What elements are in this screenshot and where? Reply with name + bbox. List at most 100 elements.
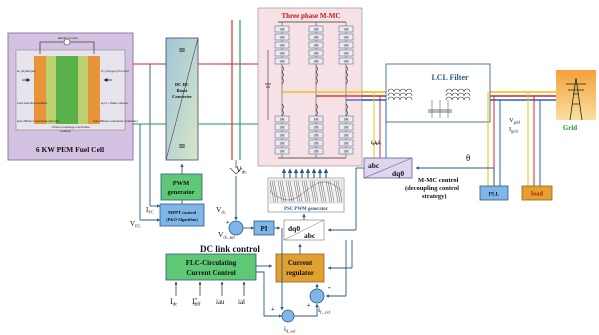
pwm-gen-label-1: PWM: [173, 180, 190, 187]
svg-text:SM: SM: [314, 52, 319, 56]
lcl-label: LCL Filter: [431, 73, 469, 82]
transform-dq0-top: dq0: [392, 169, 404, 178]
svg-text:SM: SM: [314, 150, 319, 154]
dc-link-control-label: DC link control: [200, 244, 260, 254]
dcdc-label-3: Converter: [172, 94, 192, 99]
label-vdc-2: Vdc: [216, 205, 226, 215]
svg-text:SM: SM: [344, 44, 349, 48]
svg-text:SM: SM: [280, 150, 285, 154]
label-iau: iau: [216, 298, 225, 306]
submodule-cell: SM: [338, 131, 354, 139]
submodule-cell: SM: [338, 33, 354, 41]
submodule-cell: SM: [338, 147, 354, 155]
submodule-cell: SM: [274, 131, 290, 139]
submodule-cell: SM: [308, 115, 324, 123]
sum-minus-1: −: [230, 236, 234, 242]
svg-text:SM: SM: [280, 52, 285, 56]
fuel-cell-caption: 6 KW PEM Fuel Cell: [36, 145, 104, 154]
submodule-cell: SM: [308, 131, 324, 139]
submodule-cell: SM: [308, 41, 324, 49]
abc-dq0-transform-top: abc dq0: [363, 157, 413, 179]
pll-block: PLL: [479, 185, 509, 201]
filter-inductor-icon: [387, 88, 413, 93]
label-idiff: I±diff: [192, 297, 201, 308]
dcdc-symbol-bottom: =: [179, 139, 186, 153]
load-bulb-icon: [63, 38, 71, 46]
fc-cathode-label: Gas diffusion electrode (Cathode): [93, 119, 138, 123]
svg-text:SM: SM: [344, 28, 349, 32]
mmc-title: Three phase M-MC: [282, 12, 341, 20]
svg-text:SM: SM: [280, 44, 285, 48]
filter-inductor-icon: [387, 96, 413, 101]
svg-text:SM: SM: [344, 142, 349, 146]
svg-text:SM: SM: [280, 60, 285, 64]
load-block: load: [521, 185, 553, 201]
svg-text:SM: SM: [280, 134, 285, 138]
transform-dq0-mid: dq0: [288, 224, 300, 233]
mmc-control-label-2: (decoupling control: [405, 185, 459, 192]
cathode-plate: [88, 56, 100, 124]
submodule-cell: SM: [338, 25, 354, 33]
submodule-cell: SM: [274, 41, 290, 49]
label-ifc: IFC: [146, 206, 154, 215]
fc-water-vapour: H₂O + Water Vapour: [101, 101, 128, 105]
sum-minus-2: -: [328, 283, 331, 292]
svg-text:SM: SM: [314, 44, 319, 48]
flc-label-1: FLC-Circulating: [186, 259, 237, 267]
fc-gas-recirculation: Fuel Gas Recirculation: [17, 101, 48, 105]
psc-pwm-generator: PSC PWM generator: [267, 177, 345, 213]
label-vdc-ref: Vdc_ref: [218, 230, 235, 240]
svg-text:SM: SM: [344, 118, 349, 122]
reference-summing-junction: [281, 309, 295, 323]
current-regulator-label-2: regulator: [286, 269, 314, 277]
flc-circulating-control: FLC-Circulating Current Control: [165, 253, 257, 281]
anode-plate: [34, 56, 46, 124]
fuel-cell: Electric current H₂ (Hydrogen) O₂ (Oxyge…: [7, 32, 138, 161]
load-label: load: [531, 191, 543, 198]
svg-text:SM: SM: [280, 118, 285, 122]
label-iabc: iaibic: [371, 140, 382, 146]
dcdc-boost-converter: = = DC DC Boost Converter: [165, 37, 199, 161]
arm-inductor-icon: [281, 103, 284, 117]
svg-text:SM: SM: [280, 142, 285, 146]
label-id-ref: id_ref: [284, 325, 296, 334]
transform-abc-top: abc: [368, 161, 380, 170]
svg-text:SM: SM: [314, 60, 319, 64]
dcdc-symbol-top: =: [179, 43, 186, 57]
submodule-cell: SM: [274, 139, 290, 147]
label-vfc: VFC: [130, 220, 141, 229]
current-summing-junction: [309, 288, 325, 304]
submodule-cell: SM: [338, 41, 354, 49]
arm-inductor-icon: [315, 103, 318, 117]
submodule-cell: SM: [308, 25, 324, 33]
dq0-abc-transform-mid: dq0 abc: [283, 219, 325, 241]
pwm-gen-label-2: generator: [167, 189, 194, 196]
svg-text:SM: SM: [344, 134, 349, 138]
svg-text:SM: SM: [314, 118, 319, 122]
pll-label: PLL: [489, 192, 500, 198]
submodule-cell: SM: [274, 25, 290, 33]
arm-inductor-icon: [345, 65, 348, 85]
svg-text:SM: SM: [314, 134, 319, 138]
sum-plus-1: +: [226, 220, 230, 226]
three-phase-mmc: Three phase M-MC SMSMSMSMSMSMSMSMSMSMSMS…: [257, 7, 372, 167]
flc-label-2: Current Control: [186, 269, 235, 277]
dcdc-label-2: Boost: [177, 88, 188, 93]
fc-hydrogen-in: H₂ (Hydrogen): [17, 69, 36, 73]
label-theta: θ: [466, 153, 470, 163]
label-idc: Idc: [170, 297, 178, 308]
label-il-ref: iL_ref: [318, 305, 331, 315]
fc-anode-label: Gas diffusion electrode (Anode): [17, 119, 59, 123]
mppt-control: MPPT control (P&O Algorithm): [159, 203, 205, 227]
filter-inductor-icon: [445, 88, 471, 93]
submodule-cell: SM: [274, 123, 290, 131]
dcdc-label-1: DC DC: [175, 82, 189, 87]
submodule-cell: SM: [338, 49, 354, 57]
svg-text:SM: SM: [280, 36, 285, 40]
grid-image: [556, 70, 596, 120]
pi-label: PI: [261, 225, 268, 233]
fc-membrane-label: Proton exchange membrane: [52, 125, 90, 129]
label-vdc: Vdc: [236, 165, 247, 176]
psc-pwm-label: PSC PWM generator: [284, 207, 329, 212]
svg-text:SM: SM: [344, 36, 349, 40]
